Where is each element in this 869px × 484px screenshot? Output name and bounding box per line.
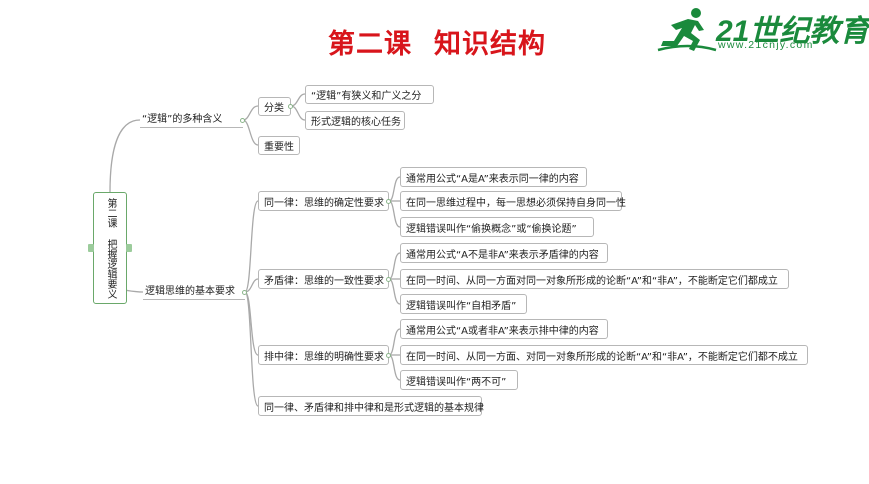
node-excluded-item-3[interactable]: 逻辑错误叫作“两不可” — [400, 370, 518, 390]
title-part-2: 知识结构 — [434, 29, 546, 60]
root-node[interactable]: 第二课 把握逻辑要义 — [93, 192, 127, 304]
expand-dot-icon[interactable] — [386, 199, 391, 204]
expand-dot-icon[interactable] — [242, 290, 247, 295]
node-logic-meanings[interactable]: “逻辑”的多种含义 — [140, 112, 243, 128]
runner-logo-icon — [657, 8, 717, 52]
node-excluded-item-1[interactable]: 通常用公式“A或者非A”来表示排中律的内容 — [400, 319, 608, 339]
logo-brand-text: 21世纪教育 — [716, 15, 869, 48]
node-identity-item-1[interactable]: 通常用公式“A是A”来表示同一律的内容 — [400, 167, 587, 187]
node-summary[interactable]: 同一律、矛盾律和排中律和是形式逻辑的基本规律 — [258, 396, 484, 416]
node-contradiction-item-2[interactable]: 在同一时间、从同一方面对同一对象所形成的论断“A”和“非A”，不能断定它们都成立 — [400, 269, 789, 289]
node-contradiction-item-3[interactable]: 逻辑错误叫作“自相矛盾” — [400, 294, 527, 314]
collapse-handle-icon[interactable] — [88, 244, 94, 252]
node-classify-item-1[interactable]: “逻辑”有狭义和广义之分 — [305, 85, 434, 104]
node-excluded-item-2[interactable]: 在同一时间、从同一方面、对同一对象所形成的论断“A”和“非A”，不能断定它们都不… — [400, 345, 808, 365]
node-classify-item-2[interactable]: 形式逻辑的核心任务 — [305, 111, 405, 130]
page-title: 第二课知识结构 — [328, 22, 546, 61]
logo-url-text: www.21cnjy.com — [718, 39, 814, 51]
expand-dot-icon[interactable] — [386, 353, 391, 358]
node-identity-item-2[interactable]: 在同一思维过程中，每一思想必须保持自身同一性 — [400, 191, 626, 211]
node-importance[interactable]: 重要性 — [258, 136, 300, 155]
node-basic-requirements[interactable]: 逻辑思维的基本要求 — [143, 284, 245, 300]
brand-logo: 21世纪教育 www.21cnjy.com — [657, 6, 869, 56]
collapse-handle-icon[interactable] — [126, 244, 132, 252]
node-law-contradiction[interactable]: 矛盾律：思维的一致性要求 — [258, 269, 389, 289]
expand-dot-icon[interactable] — [288, 104, 293, 109]
title-part-1: 第二课 — [328, 29, 412, 60]
expand-dot-icon[interactable] — [386, 277, 391, 282]
expand-dot-icon[interactable] — [240, 118, 245, 123]
node-identity-item-3[interactable]: 逻辑错误叫作“偷换概念”或“偷换论题” — [400, 217, 594, 237]
node-law-identity[interactable]: 同一律：思维的确定性要求 — [258, 191, 389, 211]
node-contradiction-item-1[interactable]: 通常用公式“A不是非A”来表示矛盾律的内容 — [400, 243, 608, 263]
node-classify[interactable]: 分类 — [258, 97, 291, 116]
node-law-excluded-middle[interactable]: 排中律：思维的明确性要求 — [258, 345, 389, 365]
